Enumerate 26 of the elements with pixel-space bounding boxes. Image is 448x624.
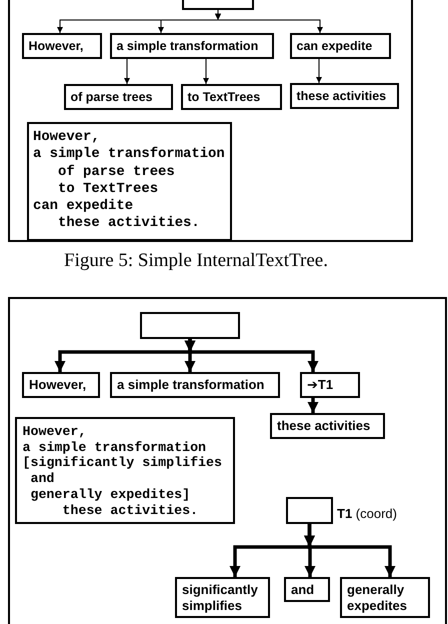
phrase-box: a simple transformation xyxy=(110,372,280,398)
phrase-box: However, xyxy=(22,33,102,59)
arrow xyxy=(203,58,209,84)
arrow xyxy=(124,58,130,84)
arrow xyxy=(184,339,318,372)
phrase-box: of parse trees xyxy=(64,84,173,110)
phrase-box: ➔T1 xyxy=(300,372,360,398)
phrase-box: these activities xyxy=(290,83,399,109)
arrow xyxy=(316,58,322,84)
text-listing-box: However, a simple transformation of parse trees to TextTrees can expedite these activities. xyxy=(27,122,232,241)
phrase-box: significantly simplifies xyxy=(175,577,270,618)
arrow xyxy=(308,398,318,413)
empty-box xyxy=(140,312,240,339)
phrase-box: and xyxy=(284,577,330,602)
phrase-box: However, xyxy=(22,372,100,398)
phrase-box: generally expedites xyxy=(340,577,430,618)
phrase-box: a simple transformation xyxy=(110,33,274,59)
text-listing-box: However, a simple transformation [significantly simplifies and generally expedites] these activities. xyxy=(15,417,235,524)
phrase-box: to TextTrees xyxy=(181,84,282,110)
empty-box xyxy=(286,497,333,524)
empty-box xyxy=(182,0,254,10)
figure-caption: Figure 5: Simple InternalTextTree. xyxy=(63,251,329,271)
phrase-box: can expedite xyxy=(290,33,391,59)
phrase-box: these activities xyxy=(270,413,385,439)
arrow xyxy=(304,524,396,577)
node-caption: T1 (coord) xyxy=(337,506,397,522)
